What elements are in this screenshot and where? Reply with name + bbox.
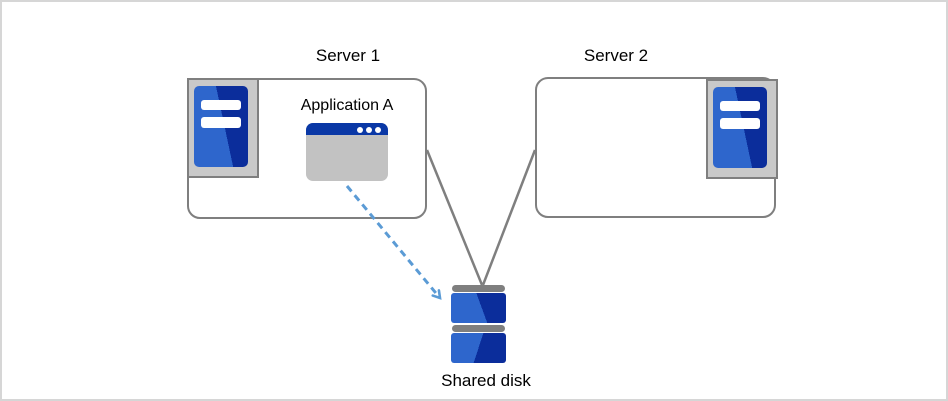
server-slot — [201, 100, 241, 110]
server-tower-icon — [187, 78, 259, 178]
disk-unit — [451, 293, 506, 323]
server-tower-icon — [706, 79, 778, 179]
disk-top-bar — [452, 285, 505, 292]
connector-server1-to-disk — [425, 149, 484, 286]
server-slot — [720, 118, 760, 129]
disk-unit — [451, 333, 506, 363]
shared-disk-label: Shared disk — [441, 371, 531, 390]
application-a-label: Application A — [300, 97, 394, 114]
server2-label: Server 2 — [583, 46, 649, 65]
server-tower-body — [713, 87, 767, 168]
disk-middle-bar — [452, 325, 505, 332]
server-tower-body — [194, 86, 248, 167]
window-dot — [375, 126, 381, 133]
server-slot — [720, 101, 760, 111]
window-titlebar — [306, 123, 388, 135]
connector-server2-to-disk — [481, 149, 537, 286]
server1-label: Server 1 — [315, 46, 381, 65]
application-window-icon — [306, 123, 388, 181]
server-slot — [201, 117, 241, 128]
window-dot — [366, 126, 372, 133]
window-dot — [357, 126, 363, 133]
